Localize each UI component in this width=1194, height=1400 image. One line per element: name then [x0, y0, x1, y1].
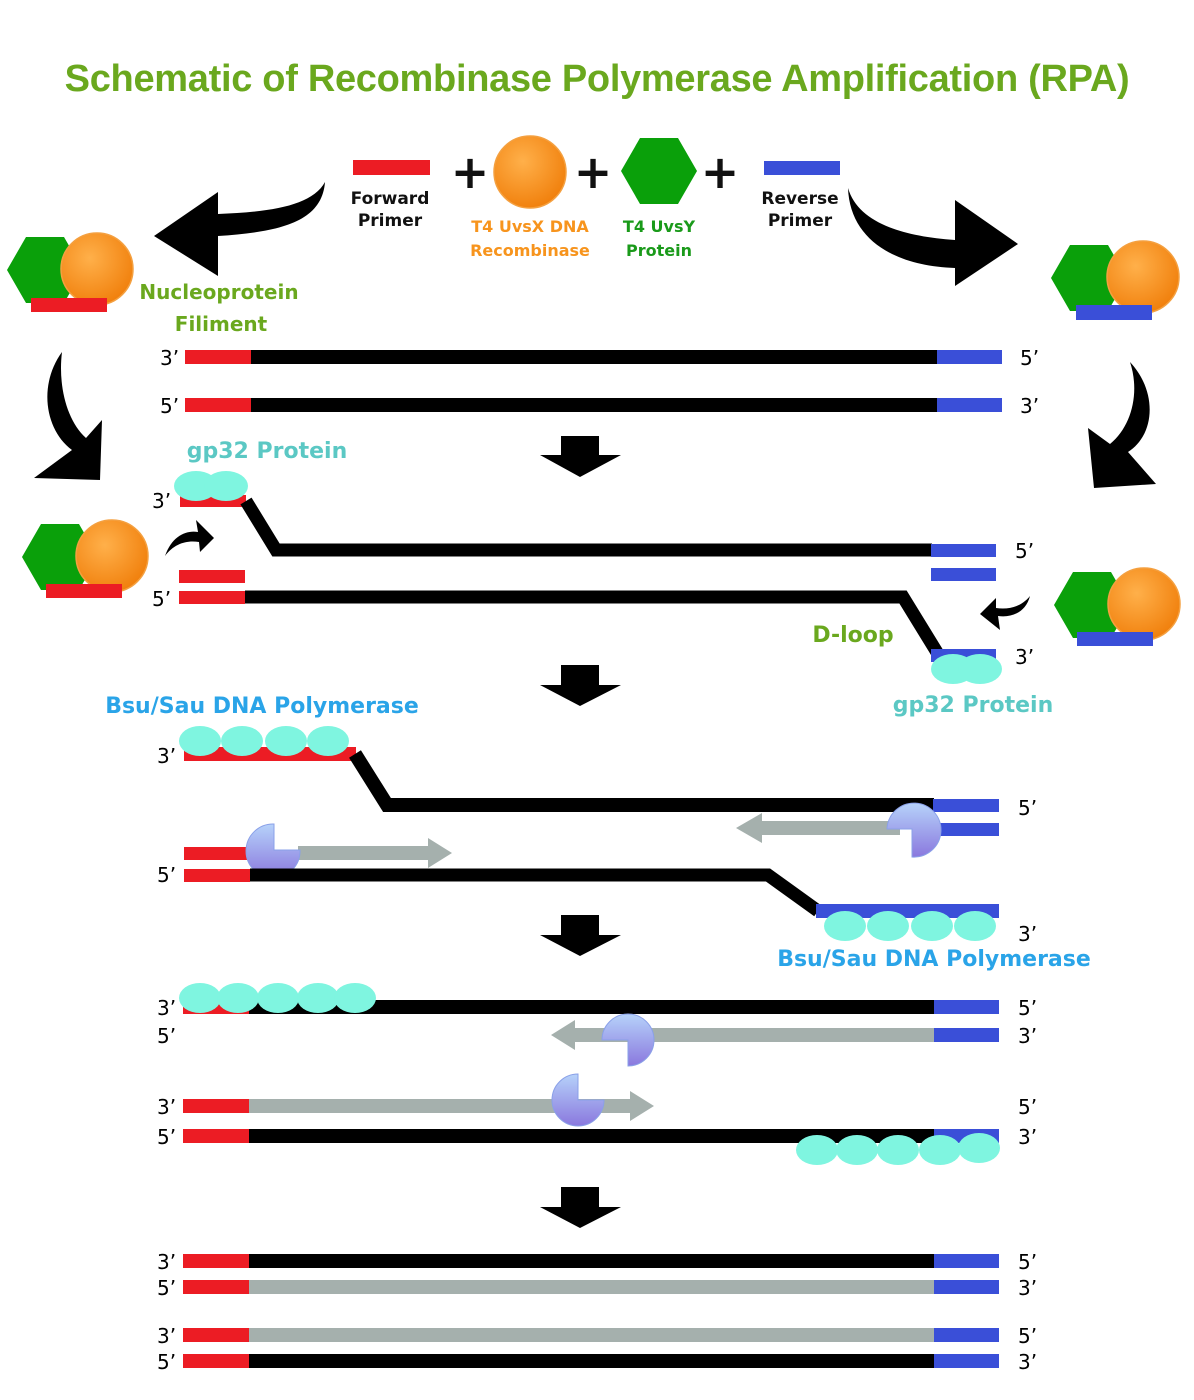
end-label: 5’ [1020, 346, 1039, 370]
recombinase-label-2: Recombinase [470, 241, 590, 260]
legend-reverse-primer: Reverse Primer [761, 161, 840, 231]
recombinase-label-1: T4 UvsX DNA [471, 217, 589, 236]
stage-amplified-products: 3’ 5’ 3’ 5’ 5’ 3’ 5’ 3’ [157, 1250, 1037, 1374]
end-label: 3’ [1018, 1024, 1037, 1048]
stage-strand-invasion: gp32 Protein gp32 Protein D-loop 3’ 5’ 5… [22, 439, 1181, 718]
end-label: 3’ [160, 346, 179, 370]
diagram-title: Schematic of Recombinase Polymerase Ampl… [64, 58, 1130, 100]
gp32-protein-icon [174, 471, 248, 501]
polymerase-label: Bsu/Sau DNA Polymerase [777, 947, 1091, 972]
end-label: 3’ [1020, 394, 1039, 418]
polymerase-label: Bsu/Sau DNA Polymerase [105, 694, 419, 719]
end-label: 5’ [1018, 996, 1037, 1020]
end-label: 5’ [1018, 1250, 1037, 1274]
forward-primer-label-2: Primer [358, 211, 423, 231]
nucleoprotein-label-2: Filiment [175, 312, 268, 336]
nucleoprotein-complex-forward [22, 519, 149, 598]
end-label: 5’ [157, 1350, 176, 1374]
end-label: 3’ [1018, 922, 1037, 946]
dloop-label: D-loop [812, 623, 893, 648]
product-duplex-1 [183, 1254, 999, 1294]
plus-sign: + [701, 145, 740, 199]
end-label: 3’ [157, 744, 176, 768]
curved-arrow-left-icon [154, 182, 325, 276]
polymerase-icon [886, 802, 942, 858]
stage-target-dsdna: 3’ 5’ 5’ 3’ [160, 346, 1039, 418]
forward-primer-label-1: Forward [351, 189, 430, 209]
stage-polymerase-binding: Bsu/Sau DNA Polymerase Bsu/Sau DNA Polym [105, 694, 1091, 972]
nucleoprotein-complex-forward [7, 232, 134, 312]
end-label: 3’ [1018, 1276, 1037, 1300]
polymerase-icon [601, 1013, 655, 1067]
legend-uvsy: T4 UvsY Protein [621, 138, 697, 260]
end-label: 5’ [157, 1024, 176, 1048]
polymerase-icon [551, 1073, 605, 1127]
small-curved-arrow-icon [165, 520, 214, 556]
uvsy-protein-icon [621, 138, 697, 204]
stage-strand-extension: 3’ 5’ 3’ 5’ 5’ 3’ 5’ 3’ [157, 983, 1037, 1165]
forward-primer-icon [353, 160, 430, 175]
curved-arrow-down-right-icon [1088, 362, 1156, 488]
reverse-primer-label-2: Primer [768, 211, 833, 231]
uvsy-label-1: T4 UvsY [623, 217, 696, 236]
gp32-label: gp32 Protein [893, 693, 1054, 718]
down-arrow-icon [540, 1187, 621, 1228]
recombinase-icon [493, 135, 567, 209]
plus-sign: + [574, 145, 613, 199]
end-label: 3’ [157, 996, 176, 1020]
end-label: 5’ [1015, 539, 1034, 563]
nucleoprotein-complex-reverse [1054, 567, 1181, 646]
legend-recombinase: T4 UvsX DNA Recombinase [470, 135, 590, 260]
nucleoprotein-label-1: Nucleoprotein [139, 280, 298, 304]
down-arrow-icon [540, 665, 621, 706]
gp32-protein-icon [824, 911, 996, 941]
end-label: 3’ [1015, 645, 1034, 669]
gp32-protein-icon [796, 1133, 1000, 1165]
small-curved-arrow-icon [980, 596, 1030, 630]
end-label: 3’ [157, 1095, 176, 1119]
end-label: 5’ [1018, 1324, 1037, 1348]
end-label: 3’ [157, 1324, 176, 1348]
end-label: 5’ [1018, 1095, 1037, 1119]
end-label: 5’ [1018, 796, 1037, 820]
gp32-label: gp32 Protein [187, 439, 348, 464]
legend-forward-primer: Forward Primer [351, 160, 430, 231]
end-label: 3’ [1018, 1125, 1037, 1149]
end-label: 3’ [152, 489, 171, 513]
end-label: 5’ [160, 394, 179, 418]
reverse-primer-label-1: Reverse [761, 189, 838, 209]
end-label: 5’ [152, 587, 171, 611]
curved-arrow-right-icon [848, 188, 1018, 286]
end-label: 3’ [157, 1250, 176, 1274]
down-arrow-icon [540, 436, 621, 477]
end-label: 5’ [157, 1276, 176, 1300]
plus-sign: + [451, 145, 490, 199]
end-label: 3’ [1018, 1350, 1037, 1374]
product-duplex-2 [183, 1328, 999, 1368]
gp32-protein-icon [179, 726, 349, 756]
gp32-protein-icon [179, 983, 376, 1013]
end-label: 5’ [157, 1125, 176, 1149]
uvsy-label-2: Protein [626, 241, 692, 260]
end-label: 5’ [157, 863, 176, 887]
curved-arrow-down-left-icon [34, 352, 102, 480]
nucleoprotein-complex-reverse [1051, 240, 1180, 320]
gp32-protein-icon [931, 654, 1002, 684]
reverse-primer-icon [764, 161, 840, 175]
down-arrow-icon [540, 915, 621, 956]
